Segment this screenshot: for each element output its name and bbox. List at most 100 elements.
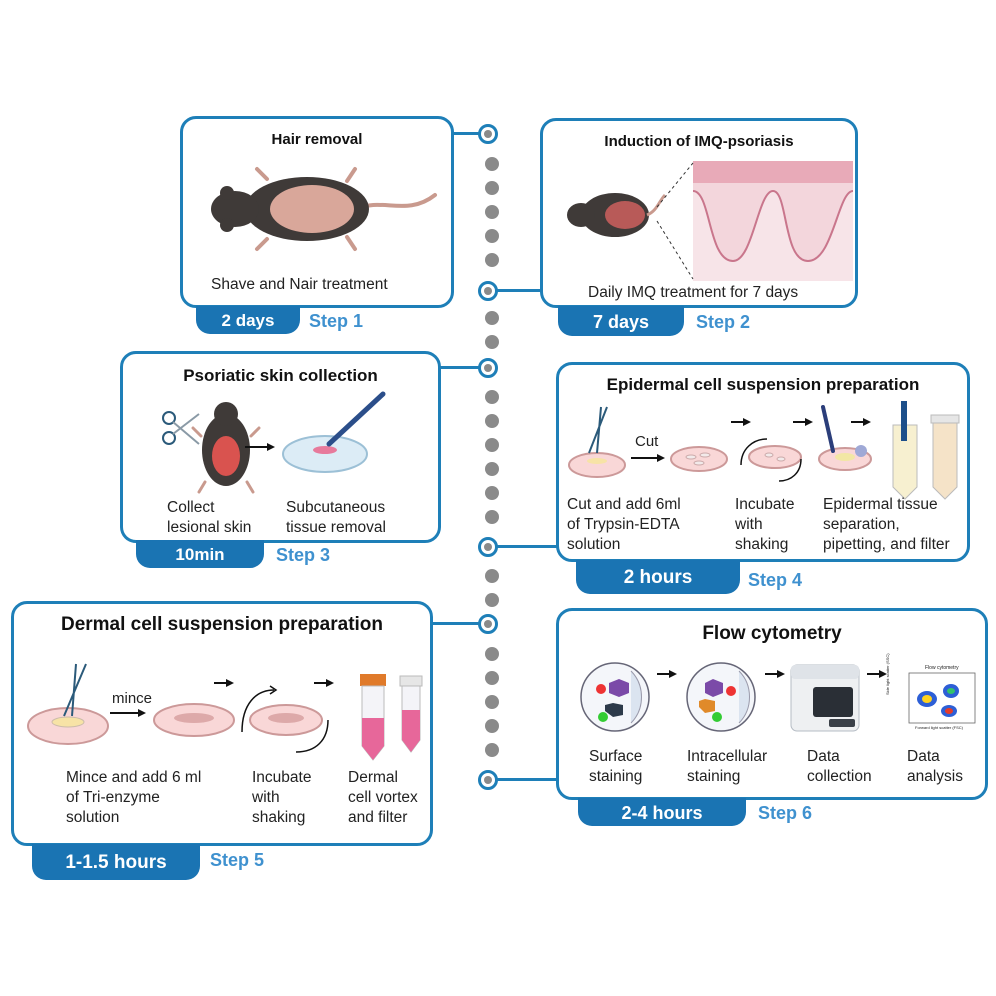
timeline-node-step5 <box>478 614 498 634</box>
step5-caption-vortex: Dermal cell vortex and filter <box>348 769 418 826</box>
step5-title: Dermal cell suspension preparation <box>60 614 384 635</box>
step6-caption-collection: Data collection <box>807 748 872 785</box>
timeline-dot <box>485 647 499 661</box>
arrow-icon <box>793 418 813 426</box>
timeline-node-step6 <box>478 770 498 790</box>
intracellular-staining-illustration <box>686 662 756 732</box>
imq-mouse-illustration <box>567 193 667 237</box>
step4-caption-separation: Epidermal tissue separation, pipetting, … <box>823 496 950 553</box>
timeline-node-step3 <box>478 358 498 378</box>
timeline-dot <box>485 695 499 709</box>
petri-dish-tissue-illustration <box>282 391 386 473</box>
timeline-dot <box>485 671 499 685</box>
step5-caption-incubate: Incubate with shaking <box>252 769 312 826</box>
step5-label: Step 5 <box>210 850 265 870</box>
step5-panel: Dermal cell suspension preparation mince… <box>11 601 433 846</box>
step5-duration-tab: 1-1.5 hours <box>32 844 200 880</box>
step4-panel: Epidermal cell suspension preparation Cu… <box>556 362 970 562</box>
connector-step6 <box>497 778 558 781</box>
step3-duration: 10min <box>175 545 225 564</box>
timeline-node-step4 <box>478 537 498 557</box>
timeline-dot <box>485 569 499 583</box>
vortex-tubes-illustration <box>360 674 423 761</box>
tissue-separation-illustration <box>818 405 872 471</box>
step1-duration-tab: 2 days <box>196 306 300 334</box>
step2-duration: 7 days <box>592 312 650 332</box>
plot-title: Flow cytometry <box>925 665 959 671</box>
step3-caption-collect: Collect lesional skin <box>167 499 252 536</box>
step4-label: Step 4 <box>748 570 803 590</box>
timeline-dot <box>485 181 499 195</box>
timeline-dot <box>485 486 499 500</box>
arrow-icon <box>214 679 234 687</box>
connector-step2 <box>497 289 542 292</box>
timeline-node-step1 <box>478 124 498 144</box>
arrow-icon <box>245 443 275 451</box>
step2-panel: Induction of IMQ-psoriasis Daily IMQ tre… <box>540 118 858 308</box>
step1-caption: Shave and Nair treatment <box>211 276 388 293</box>
step6-label: Step 6 <box>758 803 813 823</box>
cut-label: Cut <box>635 433 659 450</box>
step1-duration: 2 days <box>221 311 275 330</box>
zoom-lines <box>656 162 694 280</box>
connector-step5 <box>432 622 479 625</box>
step6-duration: 2-4 hours <box>621 803 703 823</box>
step4-caption-incubate: Incubate with shaking <box>735 496 795 553</box>
shaved-mouse-illustration <box>211 167 437 251</box>
step6-panel: Flow cytometry Flow cytome <box>556 608 988 800</box>
shaking-dish-illustration <box>241 685 329 753</box>
timeline-dot <box>485 462 499 476</box>
step6-title: Flow cytometry <box>702 623 842 644</box>
shaking-petri-dish-illustration <box>740 438 802 482</box>
pipette-tubes-illustration <box>892 401 960 500</box>
arrow-icon <box>314 679 334 687</box>
arrow-icon <box>657 670 677 678</box>
connector-step1 <box>453 132 479 135</box>
plot-xlabel: Forward light scatter (FSC) <box>915 725 964 730</box>
step1-label: Step 1 <box>309 311 364 331</box>
timeline-dot <box>485 205 499 219</box>
step1-title: Hair removal <box>271 131 363 148</box>
step3-title: Psoriatic skin collection <box>183 366 378 385</box>
timeline-dot <box>485 414 499 428</box>
timeline-dot <box>485 719 499 733</box>
step3-caption-removal: Subcutaneous tissue removal <box>286 499 386 536</box>
timeline-dot <box>485 743 499 757</box>
arrow-icon <box>110 709 146 717</box>
timeline-dot <box>485 335 499 349</box>
flow-cytometer-illustration <box>790 664 860 732</box>
step2-duration-tab: 7 days <box>558 306 684 336</box>
step4-caption-cut: Cut and add 6ml of Trypsin-EDTA solution <box>567 496 681 553</box>
step6-caption-analysis: Data analysis <box>907 748 963 785</box>
timeline-dot <box>485 311 499 325</box>
petri-dish-pieces-illustration <box>670 446 728 472</box>
arrow-icon <box>867 670 887 678</box>
timeline-dot <box>485 510 499 524</box>
petri-dish-scissors-illustration <box>27 663 109 745</box>
flow-cytometry-plot <box>908 672 976 724</box>
timeline-dot <box>485 390 499 404</box>
plot-ylabel: Side light scatter (SSC) <box>885 653 890 695</box>
arrow-icon <box>765 670 785 678</box>
lesional-mouse-illustration <box>191 402 261 494</box>
step3-duration-tab: 10min <box>136 540 264 568</box>
step6-caption-intracellular: Intracellular staining <box>687 748 768 785</box>
step2-caption: Daily IMQ treatment for 7 days <box>588 284 799 301</box>
petri-dish-scissors-illustration <box>568 406 626 478</box>
step3-label: Step 3 <box>276 545 331 565</box>
minced-tissue-dish-illustration <box>153 703 235 737</box>
step4-duration-tab: 2 hours <box>576 560 740 594</box>
timeline-dot <box>485 593 499 607</box>
step2-title: Induction of IMQ-psoriasis <box>604 133 794 150</box>
step6-caption-surface: Surface staining <box>589 748 643 785</box>
arrow-icon <box>851 418 871 426</box>
scissors-icon <box>162 411 200 445</box>
timeline-dot <box>485 229 499 243</box>
connector-step4 <box>497 545 558 548</box>
timeline-dot <box>485 157 499 171</box>
step2-label: Step 2 <box>696 312 751 332</box>
step6-duration-tab: 2-4 hours <box>578 798 746 826</box>
step5-duration: 1-1.5 hours <box>65 852 167 873</box>
timeline-dot <box>485 438 499 452</box>
arrow-icon <box>731 418 751 426</box>
